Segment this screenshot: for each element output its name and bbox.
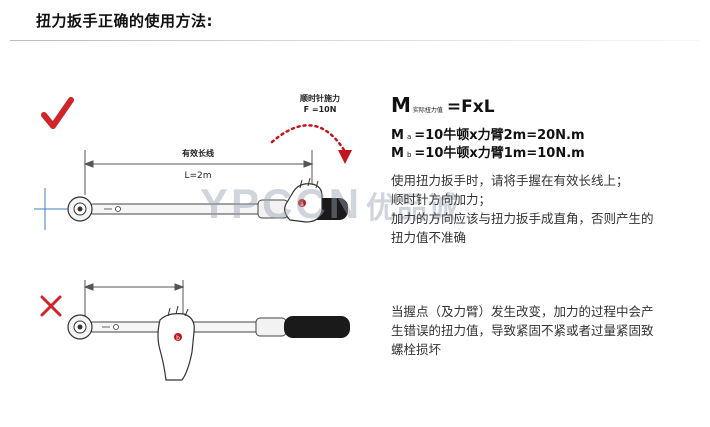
formula-sub: 实际扭力值 [412, 107, 443, 114]
wrong-usage-text: 当握点（及力臂）发生改变，加力的过程中会产 生错误的扭力值，导致紧固不紧或者过量… [391, 302, 691, 359]
wrong-line: 当握点（及力臂）发生改变，加力的过程中会产 [391, 304, 654, 319]
correct-line: 加力的方向应该与扭力扳手成直角，否则产生的 [391, 211, 654, 226]
hand-bottom [157, 313, 195, 381]
formula-b-rhs: =10牛顿x力臂1m=10N.m [414, 146, 585, 161]
wrong-line: 生错误的扭力值，导致紧固不紧或者过量紧固致 [391, 323, 654, 338]
grip-point-a: a [300, 201, 304, 208]
formula-m: M [391, 93, 411, 117]
formula-b-letter: b [406, 151, 412, 159]
grip-point-a-marker [298, 199, 306, 207]
correct-line: 扭力值不准确 [391, 230, 467, 245]
force-value-label: F =10N [304, 105, 337, 114]
cross-icon [40, 295, 62, 317]
correct-line: 使用扭力扳手时，请将手握在有效长线上； [391, 173, 629, 188]
wrong-line: 螺栓损坏 [391, 342, 442, 357]
watermark-latin: YPCCN [200, 180, 363, 227]
effective-length-dimension [83, 150, 314, 200]
wrench-bottom [67, 314, 350, 340]
title-divider [10, 40, 700, 41]
dimension-bottom [83, 280, 185, 322]
formula-rhs: =FxL [446, 97, 495, 117]
clockwise-arrow [270, 124, 346, 152]
formula-a-rhs: =10牛顿x力臂2m=20N.m [414, 128, 585, 143]
arrow-head-icon [338, 150, 352, 164]
correct-line: 顺时针方向加力； [391, 192, 492, 207]
formula-b-m: M [391, 146, 404, 161]
watermark-cn: 优品诚 [366, 192, 460, 225]
hand-top-fingers [299, 177, 319, 189]
grip-point-b: b [176, 335, 180, 342]
hand-bottom-fingers [167, 305, 189, 317]
effective-length-label: 有效长线 [182, 148, 214, 158]
formula-a-m: M [391, 128, 404, 143]
page-title: 扭力扳手正确的使用方法: [36, 12, 213, 30]
grip-point-b-marker [174, 333, 182, 341]
force-direction-label: 顺时针施力 [300, 93, 340, 103]
correct-usage-text: 使用扭力扳手时，请将手握在有效长线上； 顺时针方向加力； 加力的方向应该与扭力扳… [391, 171, 691, 247]
length-value: L=2m [184, 171, 211, 181]
check-icon [41, 97, 74, 129]
formula-a-letter: a [406, 133, 412, 141]
